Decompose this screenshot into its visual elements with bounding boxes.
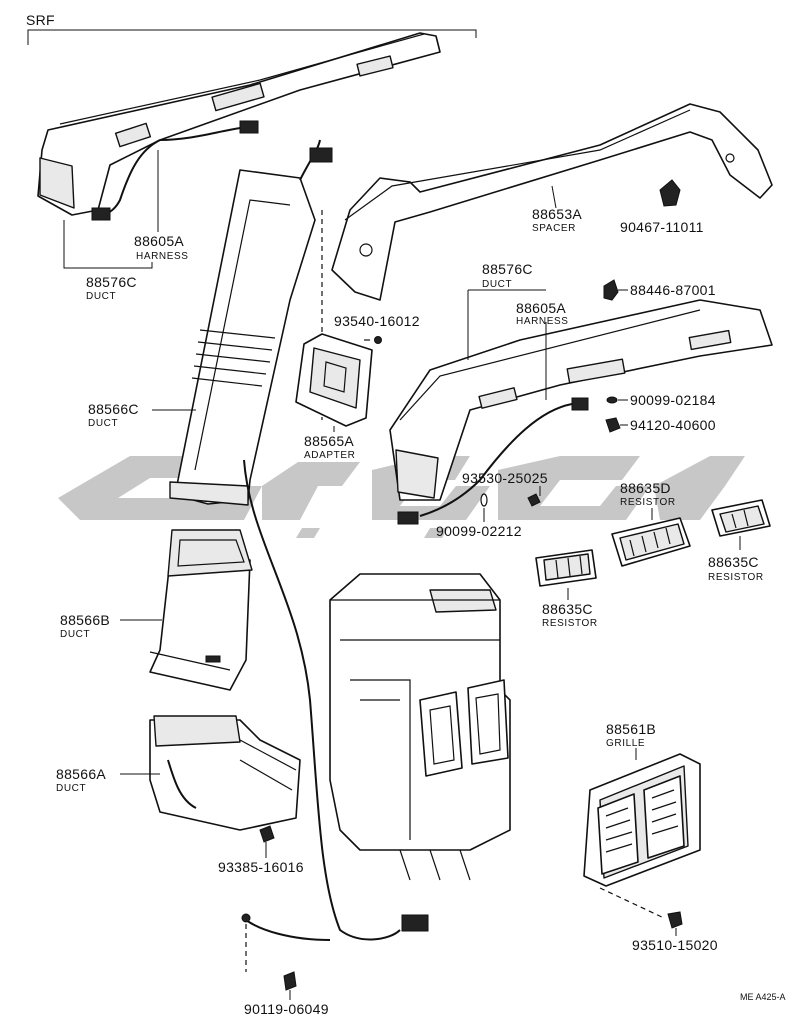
screw-93510	[599, 887, 683, 936]
part-number: 88446-87001	[630, 282, 716, 298]
part-number: 88566A	[56, 766, 106, 782]
part-number: 90119-06049	[244, 1001, 329, 1017]
part-name: DUCT	[88, 418, 118, 429]
part-name: RESISTOR	[708, 572, 764, 583]
duct-88566A	[149, 715, 301, 831]
part-name: RESISTOR	[620, 497, 676, 508]
srf-bracket: SRF	[26, 12, 477, 45]
part-number: 88561B	[606, 721, 656, 737]
part-number: 93510-15020	[632, 937, 718, 953]
part-number: 88576C	[482, 261, 533, 277]
adapter-88565A	[295, 333, 373, 427]
part-number: 88635C	[542, 601, 593, 617]
washer-90099-02184	[606, 396, 628, 404]
part-number: 93540-16012	[334, 313, 420, 329]
clip-88446	[603, 279, 628, 301]
part-number: 93385-16016	[218, 859, 304, 875]
part-number: 88566B	[60, 612, 110, 628]
part-number: 88565A	[304, 433, 354, 449]
part-number: 93530-25025	[462, 470, 548, 486]
part-number: 88653A	[532, 206, 582, 222]
part-number: 88635D	[620, 480, 671, 496]
part-number: 94120-40600	[630, 417, 716, 433]
part-number: 88605A	[134, 233, 184, 249]
part-number: 90467-11011	[620, 219, 704, 235]
part-name: RESISTOR	[542, 618, 598, 629]
resistor-88635C-left	[535, 549, 597, 600]
part-number: 90099-02184	[630, 392, 716, 408]
duct-88566C	[169, 139, 333, 506]
figure-code: ME A425-A	[740, 992, 786, 1002]
grille-88561B	[583, 748, 701, 887]
screw-93530	[527, 486, 541, 507]
screw-93385	[259, 825, 275, 858]
resistor-88635C-right	[711, 499, 771, 550]
part-name: DUCT	[482, 279, 512, 290]
roof-duct-top	[37, 32, 441, 221]
part-name: ADAPTER	[304, 450, 355, 461]
screw-93540	[364, 336, 382, 344]
heater-unit	[329, 573, 511, 881]
spacer-88653A	[331, 103, 773, 301]
duct-88566B	[149, 529, 253, 691]
screw-90119	[283, 971, 297, 1000]
part-name: HARNESS	[136, 251, 189, 262]
part-name: DUCT	[86, 291, 116, 302]
part-number: 88566C	[88, 401, 139, 417]
part-number: 88605A	[516, 300, 566, 316]
part-name: GRILLE	[606, 738, 645, 749]
part-name: HARNESS	[516, 316, 569, 327]
washer-90099-02212	[480, 493, 488, 522]
resistor-88635D	[611, 508, 691, 567]
part-name: DUCT	[60, 629, 90, 640]
roof-duct-mid	[389, 299, 773, 525]
part-number: 90099-02212	[436, 523, 522, 539]
part-name: SPACER	[532, 223, 576, 234]
nut-94120	[605, 417, 628, 433]
part-number: 88635C	[708, 554, 759, 570]
part-name: DUCT	[56, 783, 86, 794]
group-label: SRF	[26, 12, 55, 28]
part-number: 88576C	[86, 274, 137, 290]
clip-90467	[659, 179, 681, 207]
